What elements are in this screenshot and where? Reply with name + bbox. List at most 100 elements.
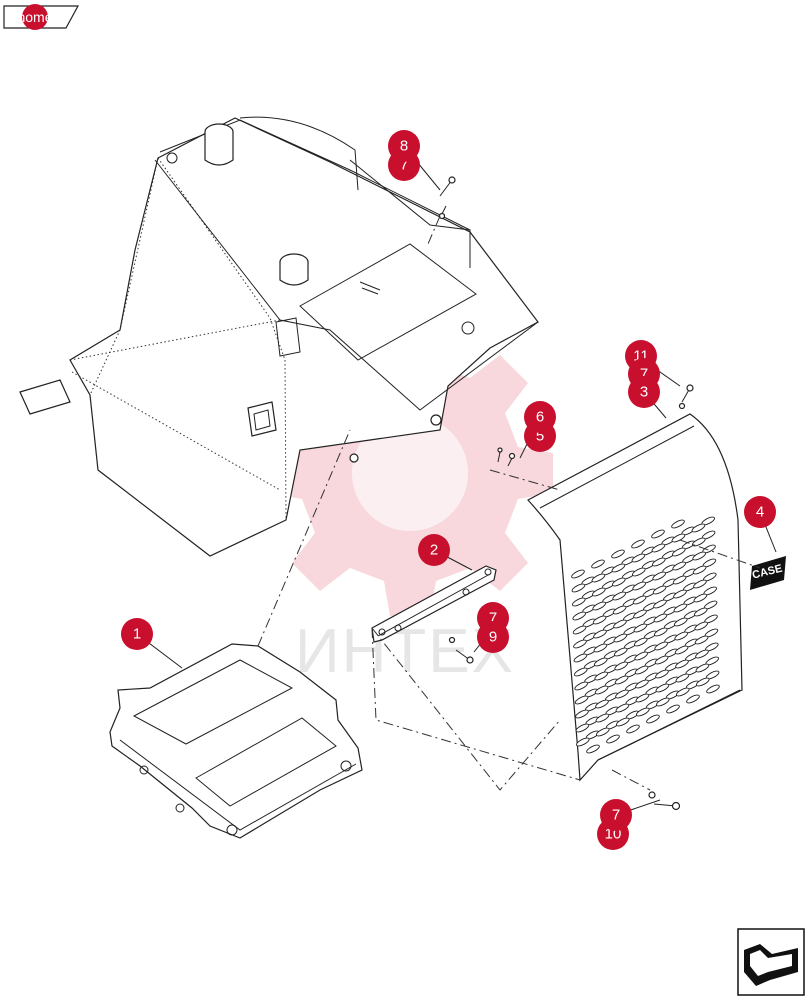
grille-hole: [594, 685, 609, 695]
grille-hole: [631, 553, 646, 563]
grille-hole: [671, 533, 686, 543]
grille-hole: [636, 707, 650, 717]
grille-hole: [654, 627, 668, 637]
grille-hole: [606, 734, 620, 744]
grille-hole: [574, 695, 589, 705]
grille-hole: [626, 724, 640, 734]
grille-hole: [572, 611, 586, 621]
grille-hole: [694, 621, 708, 631]
grille-hole: [706, 684, 720, 694]
grille-hole: [613, 619, 627, 629]
svg-text:5: 5: [536, 428, 544, 445]
grille-hole: [635, 679, 649, 689]
grille-hole: [695, 649, 709, 659]
grille-hole: [652, 557, 666, 567]
svg-text:8: 8: [400, 138, 408, 155]
grille-hole: [593, 643, 608, 653]
grille-hole: [672, 575, 687, 585]
grille-hole: [652, 571, 666, 581]
grille-hole: [614, 675, 629, 685]
home-link[interactable]: home: [3, 4, 80, 30]
svg-text:6: 6: [536, 409, 544, 426]
callouts: 7 8 11 7 3 5 6 4 2 7 9 1 10 7: [121, 130, 776, 850]
callout-9[interactable]: 9: [477, 621, 509, 653]
grille-hole: [692, 551, 706, 561]
grille-hole: [612, 605, 627, 615]
grille-hole: [634, 665, 649, 675]
svg-text:7: 7: [640, 366, 648, 383]
svg-text:7: 7: [400, 157, 408, 174]
grille-hole: [672, 561, 686, 571]
grille-hole: [612, 591, 626, 601]
grille-hole: [646, 714, 660, 724]
grille-hole: [686, 694, 700, 704]
callout-3[interactable]: 3: [628, 376, 660, 408]
grille-hole: [575, 723, 590, 733]
callout-8[interactable]: 8: [388, 130, 420, 162]
grille-hole: [574, 681, 588, 691]
next-page-arrow-icon: [744, 944, 798, 986]
callout-4[interactable]: 4: [744, 496, 776, 528]
grille-hole: [671, 519, 685, 529]
grille-hole: [655, 669, 669, 679]
grille-hole: [634, 651, 648, 661]
callout-2[interactable]: 2: [418, 534, 450, 566]
grille-hole: [676, 687, 690, 697]
svg-text:7: 7: [489, 610, 497, 627]
grille-hole: [596, 727, 610, 737]
grille-hole: [575, 709, 589, 719]
grille-hole: [571, 569, 585, 579]
callout-6[interactable]: 6: [524, 401, 556, 433]
grille-hole: [633, 609, 647, 619]
grille-hole: [572, 597, 586, 607]
callout-1[interactable]: 1: [121, 618, 153, 650]
grille-hole: [614, 661, 628, 671]
grille-hole: [595, 699, 609, 709]
grille-hole: [576, 737, 590, 747]
grille-hole: [632, 581, 646, 591]
grille-hole: [613, 633, 628, 643]
grille-hole: [592, 601, 606, 611]
grille-hole: [631, 539, 645, 549]
grille-holes: [571, 516, 720, 754]
grille-hole: [591, 559, 605, 569]
grille-hole: [694, 607, 708, 617]
grille-hole: [673, 589, 687, 599]
callout-7d[interactable]: 7: [600, 799, 632, 831]
part-4-decal: CASE: [750, 556, 786, 590]
grille-hole: [656, 697, 670, 707]
grille-hole: [594, 657, 608, 667]
grille-hole: [633, 623, 648, 633]
grille-hole: [654, 655, 669, 665]
grille-hole: [675, 659, 689, 669]
grille-hole: [674, 631, 688, 641]
grille-hole: [653, 599, 667, 609]
hood-assembly: [19, 116, 539, 557]
grille-hole: [666, 704, 680, 714]
grille-hole: [652, 585, 667, 595]
grille-hole: [611, 549, 625, 559]
grille-hole: [614, 647, 628, 657]
grille-hole: [616, 717, 630, 727]
grille-hole: [693, 579, 707, 589]
grille-hole: [615, 703, 630, 713]
grille-hole: [572, 625, 587, 635]
grille-hole: [611, 563, 626, 573]
svg-text:7: 7: [612, 807, 620, 824]
svg-text:2: 2: [430, 542, 438, 559]
svg-text:9: 9: [489, 629, 497, 646]
grille-hole: [615, 689, 629, 699]
next-page-button[interactable]: [737, 928, 805, 996]
grille-hole: [692, 565, 707, 575]
grille-hole: [574, 667, 588, 677]
grille-hole: [695, 663, 710, 673]
assembly-lines: [257, 215, 761, 791]
grille-hole: [635, 693, 650, 703]
home-label: home: [17, 9, 52, 25]
grille-hole: [592, 587, 606, 597]
fasteners: [438, 176, 694, 811]
grille-hole: [632, 567, 646, 577]
grille-hole: [612, 577, 626, 587]
grille-panel: [527, 413, 743, 782]
